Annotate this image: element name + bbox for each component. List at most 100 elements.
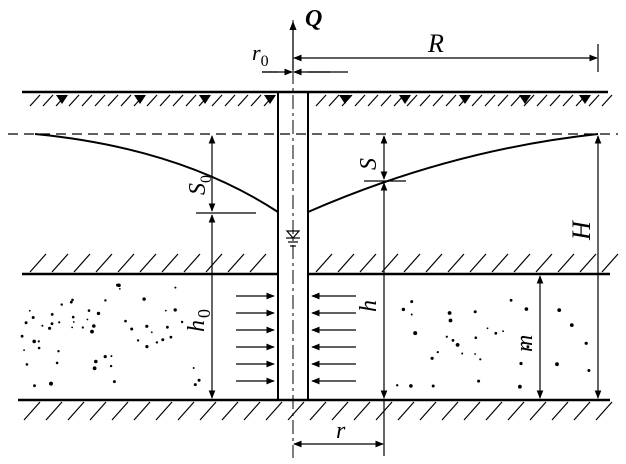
well-drawdown-subscript: 0 — [198, 175, 215, 183]
sand-grain — [169, 335, 173, 339]
sand-grain — [569, 323, 574, 327]
bedrock-hatch — [287, 401, 305, 421]
bedrock-hatch — [243, 401, 261, 421]
ground-marker — [199, 95, 211, 104]
inflow-arrows-left — [236, 292, 275, 385]
drawdown-dimension — [364, 135, 406, 182]
bedrock-hatch — [23, 401, 41, 421]
sand-grain — [118, 288, 121, 290]
bedrock-hatch — [485, 401, 503, 421]
bedrock-hatch — [45, 401, 63, 421]
ground-surface — [22, 90, 613, 107]
inflow-arrows-right — [311, 292, 356, 385]
ground-marker — [264, 95, 276, 104]
confining-hatch — [337, 253, 355, 273]
sand-grain — [20, 334, 24, 338]
ground-hatch — [315, 94, 327, 107]
sand-grain — [473, 310, 477, 314]
sand-grain — [502, 330, 504, 333]
sand-grain — [112, 380, 116, 384]
sand-grain — [49, 381, 53, 386]
sand-grain — [410, 313, 413, 316]
sand-grain — [37, 346, 41, 350]
sand-grain — [60, 303, 63, 306]
sand-grain — [71, 326, 73, 329]
bedrock-hatch — [573, 401, 591, 421]
bedrock-hatch — [111, 401, 129, 421]
ground-hatch — [237, 94, 249, 107]
sand-grain — [494, 331, 498, 335]
ground-hatch — [250, 94, 262, 107]
ground-hatch — [328, 94, 340, 107]
bedrock-hatch — [551, 401, 569, 421]
drawdown-curve-left — [34, 133, 279, 213]
bedrock-hatch — [265, 401, 283, 421]
ground-marker — [459, 95, 471, 104]
ground-hatch — [549, 94, 561, 107]
ground-marker — [134, 95, 146, 104]
ground-hatch — [484, 94, 496, 107]
ground-hatch — [497, 94, 509, 107]
sand-grain — [451, 339, 455, 342]
sand-grain — [445, 335, 448, 338]
sand-grain — [117, 283, 121, 288]
bedrock-hatch — [529, 401, 547, 421]
confining-hatch — [469, 253, 487, 273]
bedrock-hatch — [155, 401, 173, 421]
sand-grain — [410, 300, 414, 304]
sand-grain — [124, 319, 127, 323]
bedrock-hatch — [221, 401, 239, 421]
sand-grain — [587, 369, 591, 372]
confining-hatch — [513, 253, 531, 273]
sand-grain — [164, 309, 167, 312]
radial-distance-dimension — [293, 400, 385, 456]
well-drawdown-label: S0 — [185, 175, 215, 195]
bedrock-hatch — [441, 401, 459, 421]
well-radius-subscript: 0 — [261, 53, 269, 70]
confining-hatch — [601, 253, 619, 273]
bedrock-hatch — [595, 401, 613, 421]
ground-hatch — [562, 94, 574, 107]
ground-hatch — [94, 94, 106, 107]
sand-grain — [96, 311, 101, 316]
ground-hatch — [159, 94, 171, 107]
sand-grain — [447, 311, 452, 315]
ground-hatch — [185, 94, 197, 107]
confining-hatch — [183, 253, 201, 273]
bedrock-hatch — [133, 401, 151, 421]
sand-grain — [81, 326, 84, 329]
sand-grain — [103, 355, 107, 359]
confining-hatch — [139, 253, 157, 273]
sand-grain — [90, 329, 94, 334]
confining-hatch — [425, 253, 443, 273]
ground-hatch — [536, 94, 548, 107]
sand-grain — [448, 318, 453, 323]
well-drawdown-dimension — [196, 135, 256, 214]
well-radius-label: r0 — [252, 40, 269, 70]
drawdown-label: S — [356, 158, 382, 170]
radial-distance-label: r — [336, 418, 346, 444]
bedrock-hatch — [199, 401, 217, 421]
sand-grain — [436, 351, 439, 354]
sand-grain — [92, 324, 96, 328]
ground-hatch — [120, 94, 132, 107]
confining-hatch — [491, 253, 509, 273]
sand-grain — [58, 321, 61, 324]
sand-grain — [524, 307, 529, 311]
ground-marker — [339, 95, 351, 104]
bedrock-hatch — [397, 401, 415, 421]
sand-grain — [166, 325, 169, 329]
sand-grain — [173, 308, 177, 312]
sand-grain — [110, 355, 113, 358]
sand-grain — [71, 298, 74, 302]
sand-grain — [409, 384, 413, 388]
sand-grain — [455, 343, 460, 347]
bedrock-hatch — [177, 401, 195, 421]
sand-grain — [94, 359, 98, 364]
bedrock-hatch — [507, 401, 525, 421]
radius-of-influence-dimension — [293, 44, 599, 72]
sand-grain — [509, 298, 513, 302]
sand-grain — [71, 315, 75, 319]
ground-hatch — [510, 94, 522, 107]
sand-grain — [519, 361, 523, 366]
